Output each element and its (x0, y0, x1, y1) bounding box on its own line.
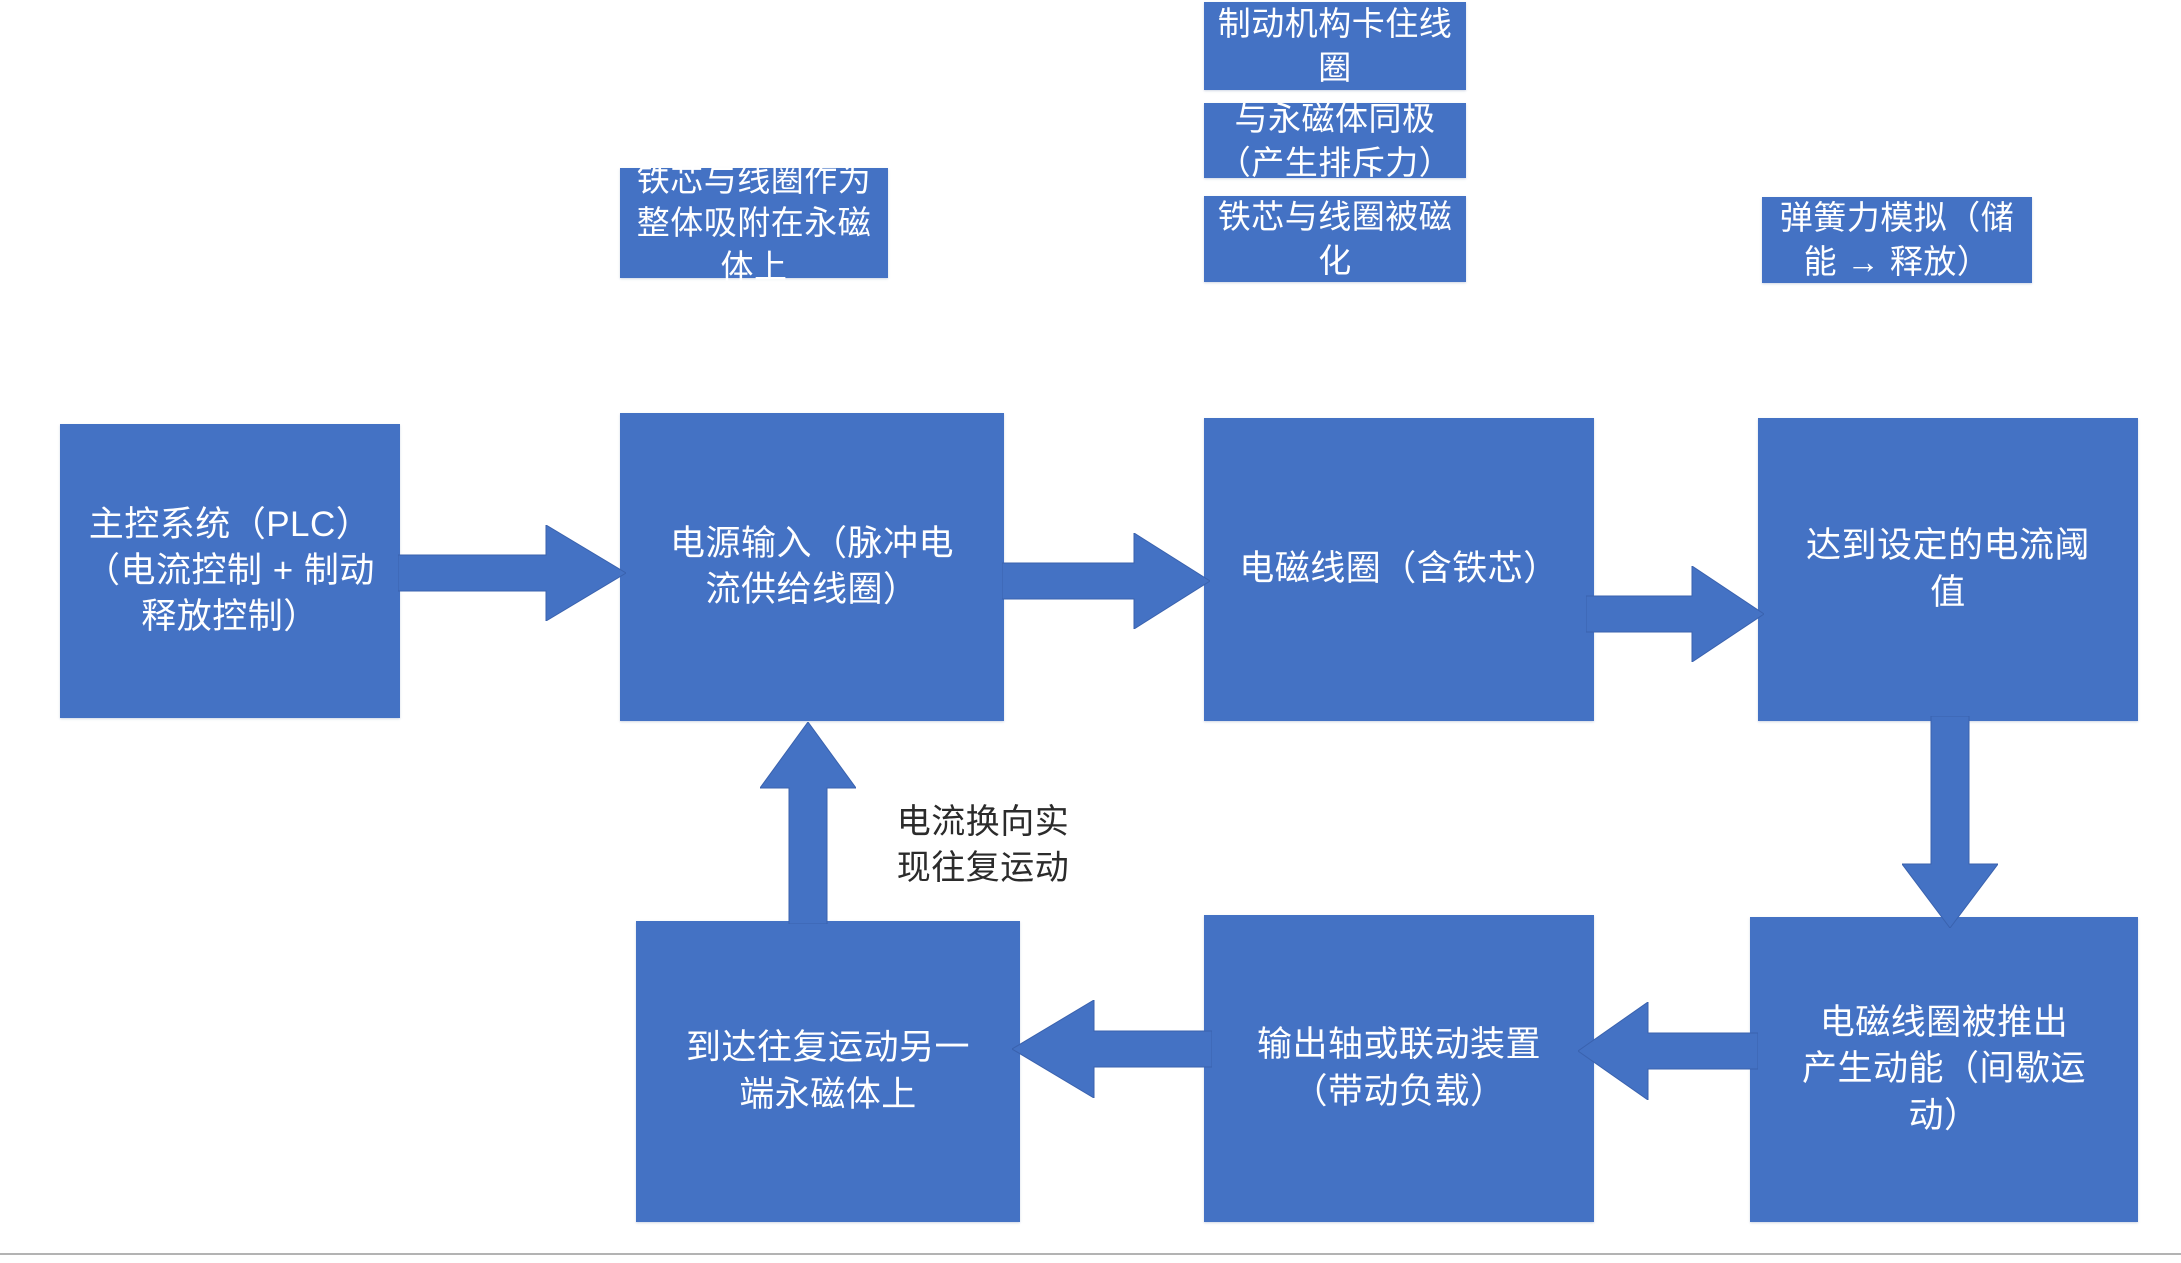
caption-current-reversal: 电流换向实 现往复运动 (896, 803, 1070, 887)
arrow-threshold-to-pushed-out (1902, 716, 1998, 928)
node-brake-locks-coil[interactable]: 制动机构卡住线 圈 (1204, 2, 1466, 90)
arrow-power-input-to-coil (1002, 533, 1210, 629)
arrow-plc-to-power-input (398, 525, 626, 621)
node-coil-pushed-out[interactable]: 电磁线圈被推出 产生动能（间歇运 动） (1750, 917, 2138, 1222)
node-output-shaft[interactable]: 输出轴或联动装置 （带动负载） (1204, 915, 1594, 1222)
arrow-pushed-out-to-output-shaft (1578, 1002, 1758, 1100)
node-current-threshold[interactable]: 达到设定的电流阈 值 (1758, 418, 2138, 721)
node-electromagnetic-coil[interactable]: 电磁线圈（含铁芯） (1204, 418, 1594, 721)
node-spring-force-simulation[interactable]: 弹簧力模拟（储 能 → 释放） (1762, 197, 2032, 283)
node-reach-other-magnet[interactable]: 到达往复运动另一 端永磁体上 (636, 921, 1020, 1222)
node-plc-main-control[interactable]: 主控系统（PLC） （电流控制 + 制动 释放控制） (60, 424, 400, 718)
node-same-pole-repulsion[interactable]: 与永磁体同极 （产生排斥力） (1204, 100, 1466, 181)
node-power-input[interactable]: 电源输入（脉冲电 流供给线圈） (620, 413, 1004, 721)
arrow-output-shaft-to-other-magnet (1012, 1000, 1212, 1098)
node-core-coil-attached[interactable]: 铁芯与线圈作为 整体吸附在永磁 体上 (620, 161, 888, 285)
bottom-divider (0, 1253, 2181, 1255)
node-core-coil-magnetized[interactable]: 铁芯与线圈被磁 化 (1204, 196, 1466, 282)
arrow-other-magnet-to-power-input (760, 722, 856, 924)
arrow-coil-to-threshold (1586, 566, 1764, 662)
